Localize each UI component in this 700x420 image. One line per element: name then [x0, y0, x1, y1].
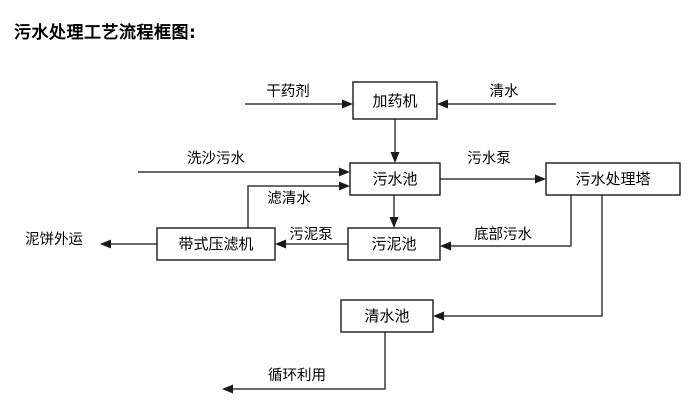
node-sewage-pool[interactable]: 污水池 — [349, 162, 441, 196]
node-box-belt-filter-press[interactable] — [156, 227, 276, 261]
edge-clean-water-pool-to-recycle — [222, 332, 386, 394]
node-label-sludge-pool: 污泥池 — [371, 235, 416, 253]
page-title: 污水处理工艺流程框图: — [14, 23, 197, 43]
edge-filtered-to-sewage-pool — [247, 181, 350, 228]
edge-dosing-to-sewage-pool — [390, 119, 400, 163]
node-box-dosing-machine[interactable] — [352, 81, 438, 120]
edge-label-filtered-water: 滤清水 — [267, 190, 311, 207]
node-belt-filter-press[interactable]: 带式压滤机 — [156, 227, 276, 261]
edge-label-dry-chemical: 干药剂 — [266, 83, 310, 100]
node-box-clean-water-pool[interactable] — [340, 299, 434, 333]
edge-label-clean-water-in: 清水 — [490, 83, 519, 100]
edge-sewage-pool-to-sludge-pool — [389, 195, 399, 228]
edge-label-bottom-sewage: 底部污水 — [474, 226, 532, 243]
edge-tower-to-clean-water-pool — [433, 195, 603, 321]
edge-label-mud-cake-out: 泥饼外运 — [25, 231, 83, 248]
edge-sandwash-to-sewage-pool — [138, 167, 350, 177]
edge-label-sludge-pump: 污泥泵 — [289, 226, 333, 243]
edge-clean-water-to-dosing — [437, 99, 556, 109]
edge-dry-chemical-to-dosing — [245, 99, 353, 109]
edge-label-sewage-pump: 污水泵 — [467, 150, 511, 167]
node-label-dosing-machine: 加药机 — [372, 92, 417, 110]
node-box-sewage-pool[interactable] — [349, 162, 441, 196]
edge-tower-to-sludge-pool — [440, 195, 572, 251]
node-sludge-pool[interactable]: 污泥池 — [347, 227, 441, 261]
node-label-sewage-pool: 污水池 — [372, 170, 417, 188]
edge-press-to-mudcake — [100, 239, 157, 249]
node-clean-water-pool[interactable]: 清水池 — [340, 299, 434, 333]
node-label-treatment-tower: 污水处理塔 — [575, 170, 650, 188]
edge-label-recycle-reuse: 循环利用 — [268, 367, 326, 384]
node-label-belt-filter-press: 带式压滤机 — [178, 235, 253, 253]
node-label-clean-water-pool: 清水池 — [364, 307, 409, 325]
node-treatment-tower[interactable]: 污水处理塔 — [545, 162, 681, 196]
node-box-sludge-pool[interactable] — [347, 227, 441, 261]
edge-sewage-pool-to-tower — [440, 174, 546, 184]
node-box-treatment-tower[interactable] — [545, 162, 681, 196]
node-dosing-machine[interactable]: 加药机 — [352, 81, 438, 120]
edge-label-sand-wash-sewage: 洗沙污水 — [187, 150, 245, 167]
edge-sludge-pool-to-press — [275, 239, 348, 249]
